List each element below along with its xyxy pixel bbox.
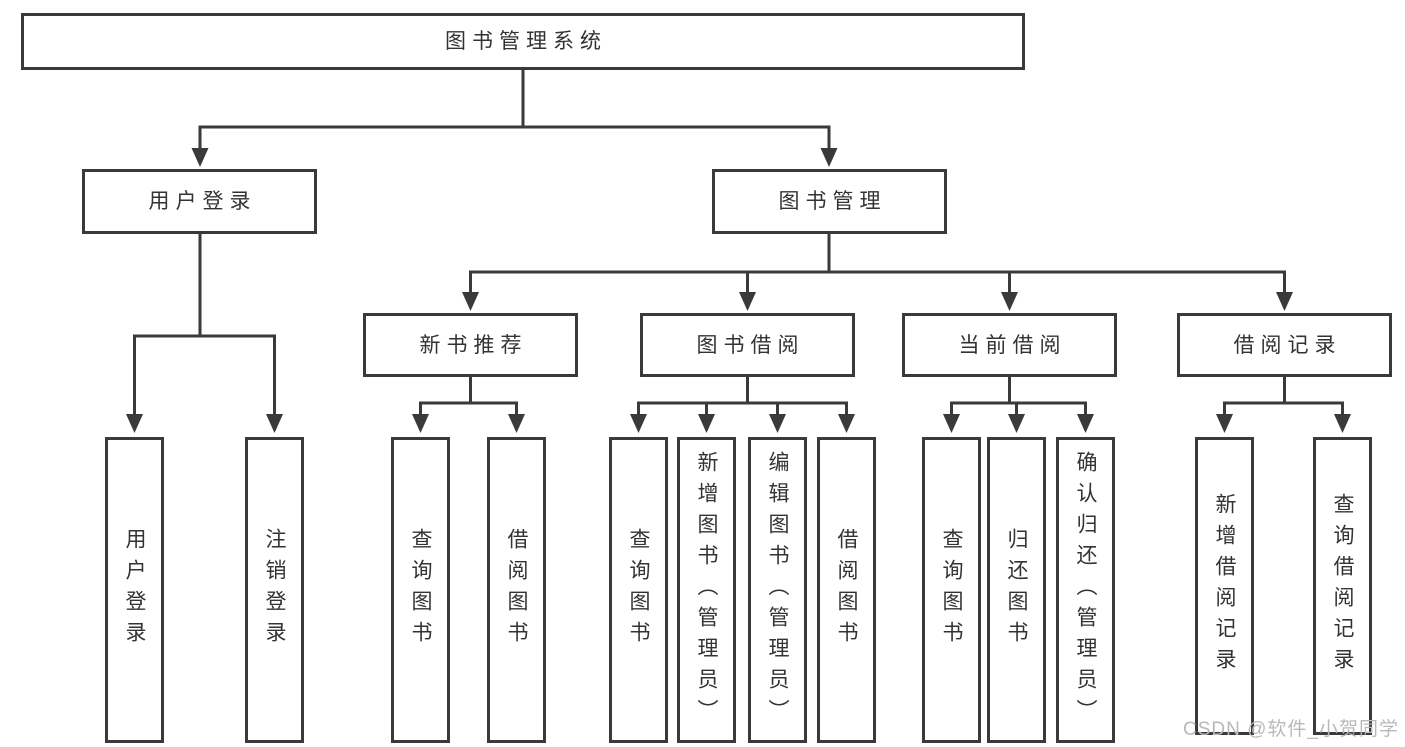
leaf-borrow-books: 借阅图书	[817, 437, 876, 743]
node-borrowing-records: 借阅记录	[1177, 313, 1392, 377]
leaf-add-borrow-record-label: 新增借阅记录	[1213, 493, 1236, 679]
node-book-management: 图书管理	[712, 169, 947, 234]
csdn-watermark: CSDN @软件_小贺同学	[1183, 719, 1399, 740]
leaf-query-borrow-record-label: 查询借阅记录	[1331, 493, 1354, 679]
node-borrowing-records-label: 借阅记录	[1233, 333, 1342, 357]
leaf-query-books-borrow: 查询图书	[609, 437, 668, 743]
connector-currentborrow-to-leaves	[950, 377, 1087, 418]
node-new-book-recommend: 新书推荐	[363, 313, 578, 377]
node-user-login: 用户登录	[82, 169, 317, 234]
connector-borrowrecords-to-leaves	[1223, 377, 1344, 418]
leaf-return-books: 归还图书	[987, 437, 1046, 743]
leaf-borrow-books-recommend: 借阅图书	[487, 437, 546, 743]
node-book-borrowing: 图书借阅	[640, 313, 855, 377]
leaf-edit-books-admin: 编辑图书（管理员）	[748, 437, 807, 743]
leaf-user-login: 用户登录	[105, 437, 164, 743]
leaf-add-books-admin: 新增图书（管理员）	[677, 437, 736, 743]
node-root: 图书管理系统	[21, 13, 1025, 70]
leaf-logout: 注销登录	[245, 437, 304, 743]
node-current-borrowing: 当前借阅	[902, 313, 1117, 377]
leaf-query-books-borrow-label: 查询图书	[627, 528, 650, 652]
leaf-user-login-label: 用户登录	[123, 528, 146, 652]
connector-bookmgmt-to-level3	[469, 234, 1286, 296]
leaf-add-books-admin-label: 新增图书（管理员）	[695, 450, 718, 730]
arrowheads	[126, 148, 1351, 433]
node-book-borrowing-label: 图书借阅	[696, 333, 805, 357]
leaf-confirm-return-admin-label: 确认归还（管理员）	[1074, 450, 1097, 730]
leaf-return-books-label: 归还图书	[1005, 528, 1028, 652]
connector-root-to-level2	[198, 70, 831, 152]
connector-bookborrow-to-leaves	[637, 377, 848, 418]
leaf-query-books-recommend-label: 查询图书	[409, 528, 432, 652]
node-current-borrowing-label: 当前借阅	[958, 333, 1067, 357]
node-new-book-recommend-label: 新书推荐	[419, 333, 528, 357]
leaf-edit-books-admin-label: 编辑图书（管理员）	[766, 450, 789, 730]
leaf-borrow-books-recommend-label: 借阅图书	[505, 528, 528, 652]
leaf-logout-label: 注销登录	[263, 528, 286, 652]
leaf-confirm-return-admin: 确认归还（管理员）	[1056, 437, 1115, 743]
node-user-login-label: 用户登录	[148, 190, 257, 213]
leaf-query-books-recommend: 查询图书	[391, 437, 450, 743]
connector-userlogin-to-leaves	[133, 234, 276, 418]
leaf-query-borrow-record: 查询借阅记录	[1313, 437, 1372, 735]
leaf-query-books-current-label: 查询图书	[940, 528, 963, 652]
leaf-borrow-books-label: 借阅图书	[835, 528, 858, 652]
node-root-label: 图书管理系统	[445, 30, 607, 53]
leaf-add-borrow-record: 新增借阅记录	[1195, 437, 1254, 735]
node-book-management-label: 图书管理	[778, 190, 887, 213]
connector-newbookrec-to-leaves	[419, 377, 518, 418]
leaf-query-books-current: 查询图书	[922, 437, 981, 743]
